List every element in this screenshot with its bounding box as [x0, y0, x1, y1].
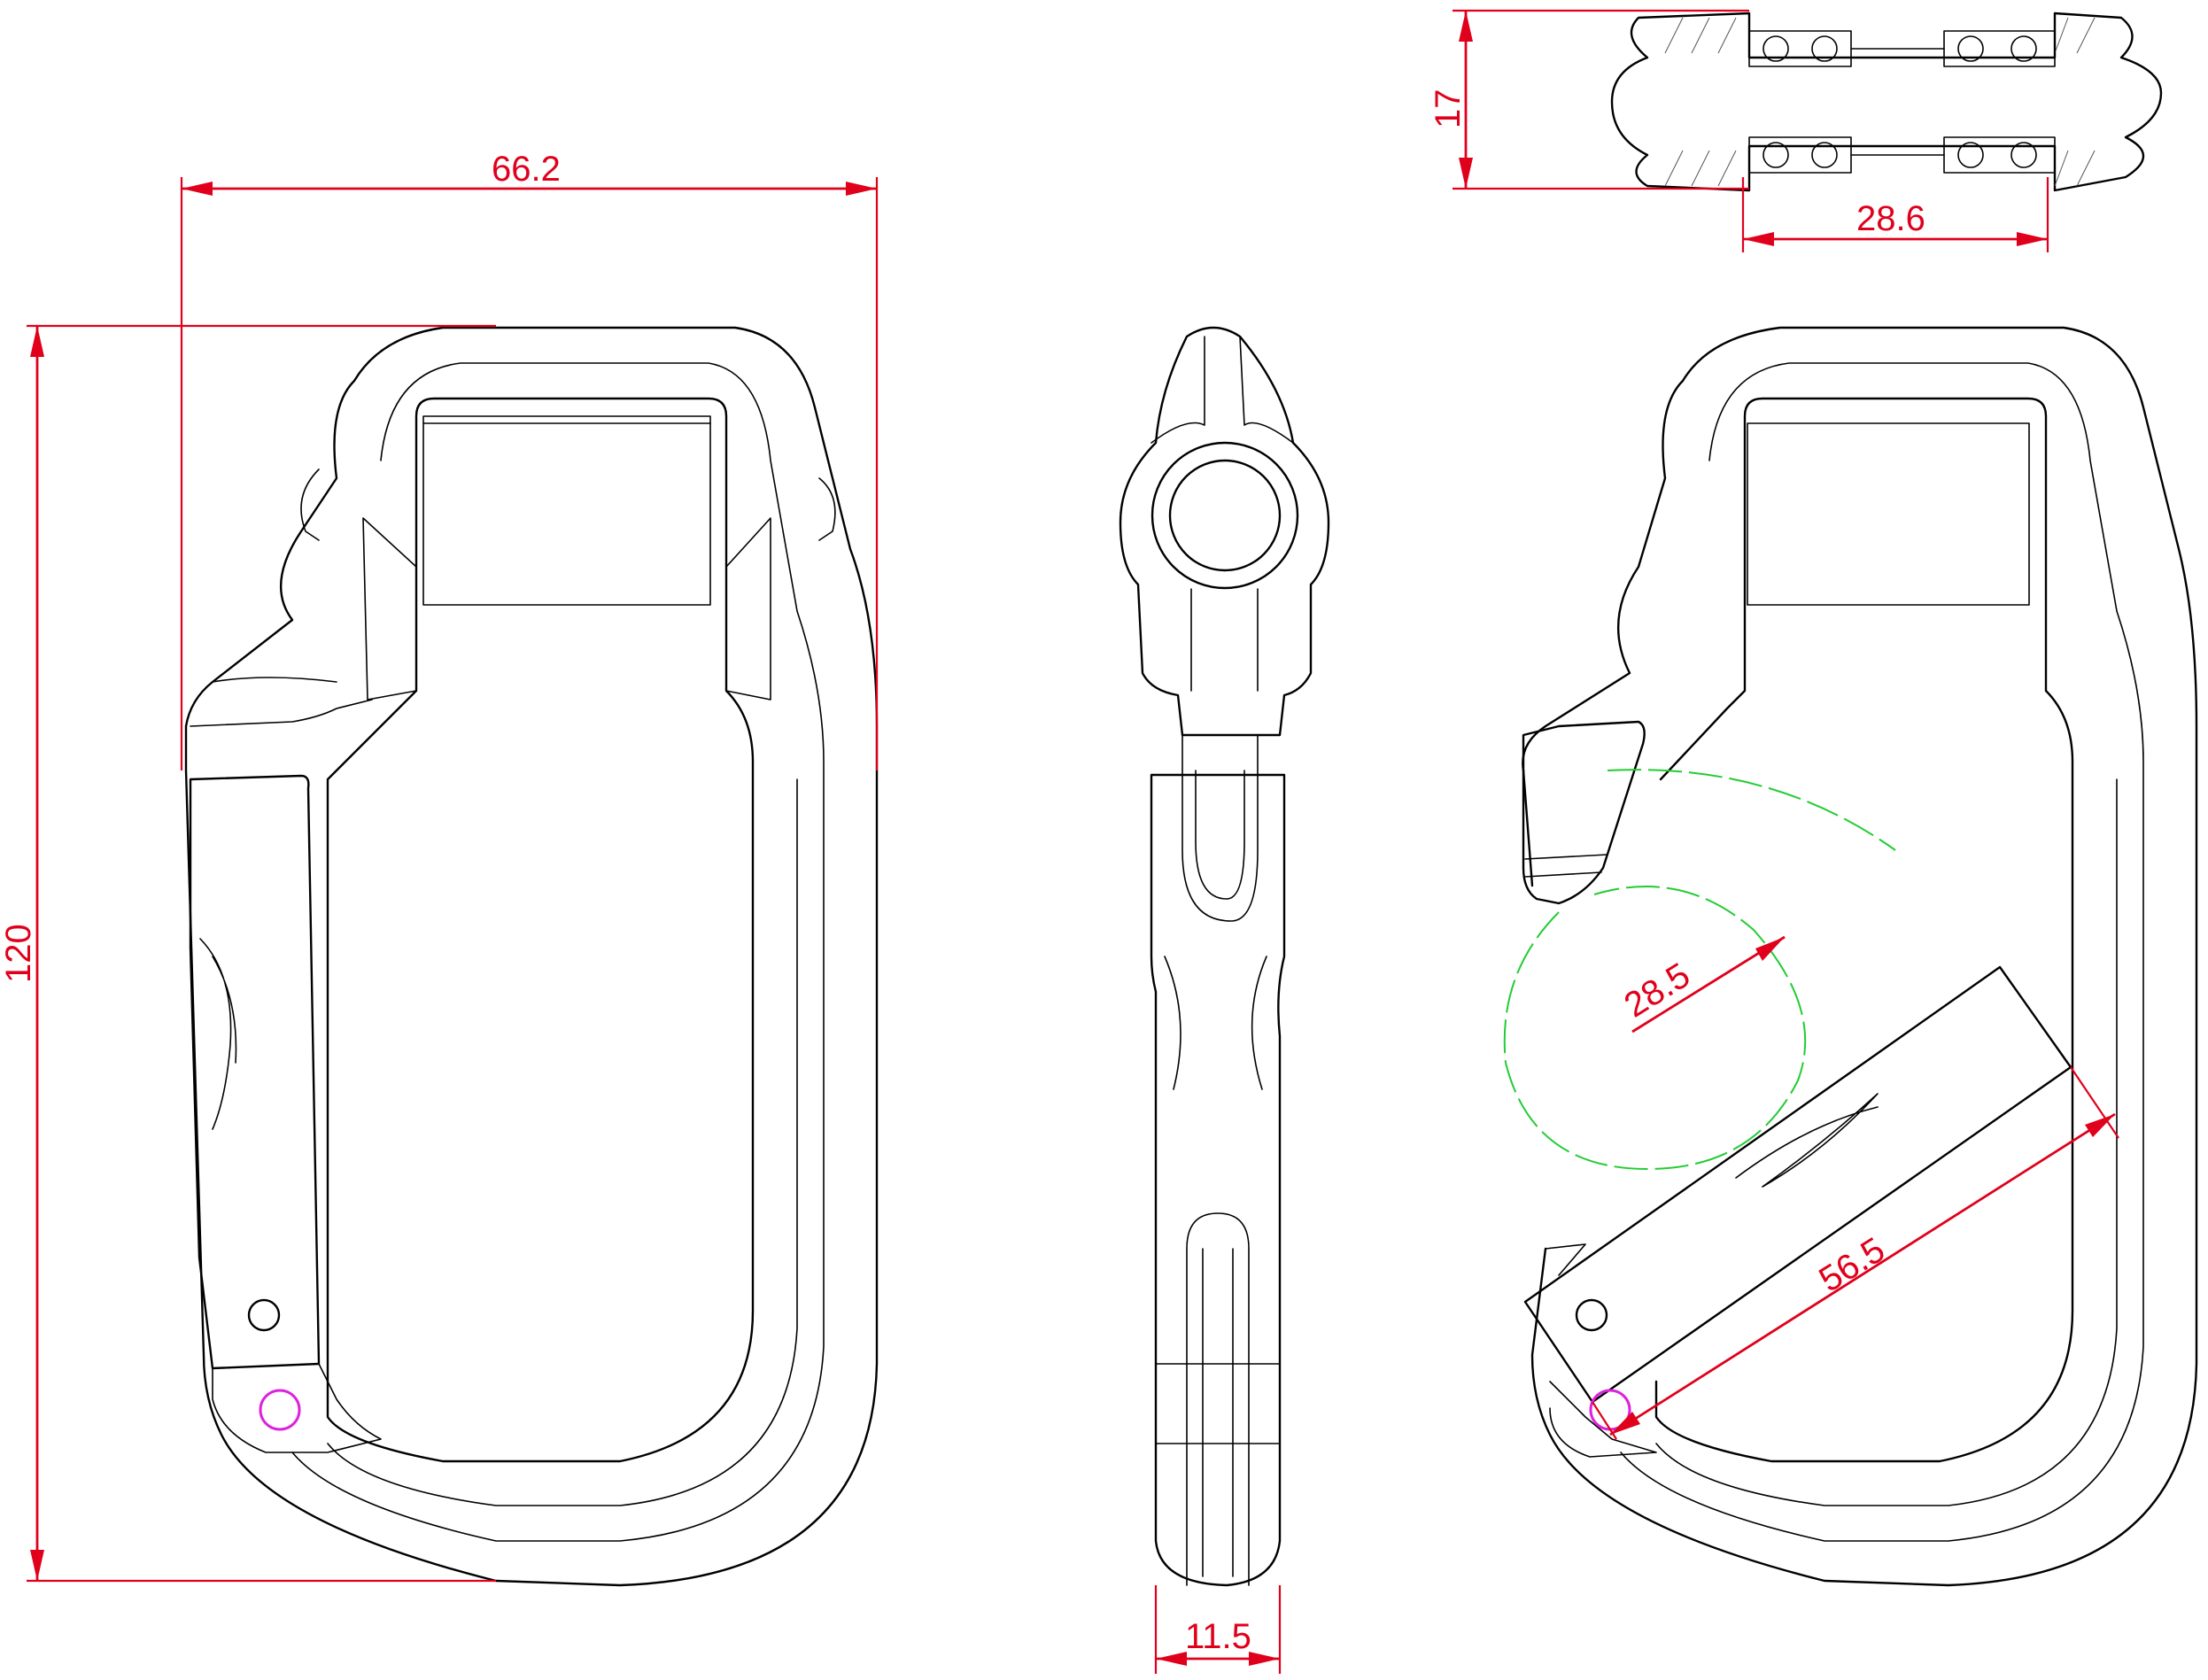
dim-label-gate-radius: 28.5 — [1617, 956, 1696, 1026]
dim-label-section-width: 28.6 — [1856, 199, 1925, 238]
dim-label-overall-height: 120 — [0, 924, 38, 983]
dimension-side-thickness: 11.5 — [1154, 1585, 1282, 1674]
front-view-closed — [184, 326, 879, 1587]
front-frame-contour-2 — [327, 778, 798, 1506]
front-gate-rivet — [247, 1298, 281, 1332]
side-slot — [1181, 734, 1259, 922]
dimension-gate-length: 56.5 — [1592, 1066, 2119, 1440]
dimension-overall-width: 66.2 — [180, 150, 879, 770]
side-slot-inner — [1195, 770, 1245, 900]
ball-4 — [2010, 35, 2037, 62]
front-right-chamfer — [725, 517, 771, 701]
side-body — [1150, 773, 1286, 1587]
open-nose-lines — [1524, 854, 1608, 878]
ball-8 — [2010, 142, 2037, 168]
open-gate-groove — [1735, 1093, 1879, 1188]
dimension-section-width: 28.6 — [1741, 177, 2049, 252]
section-bearing-bottom-left — [1748, 136, 1852, 174]
front-frame-outer — [184, 326, 879, 1587]
section-bearing-top-right — [1943, 30, 2056, 67]
side-grip-left — [1164, 956, 1181, 1090]
dim-label-overall-width: 66.2 — [492, 150, 561, 189]
side-bore-outer — [1150, 441, 1299, 590]
front-frame-contour-1 — [291, 362, 825, 1542]
open-frame-contour-2 — [1655, 778, 2118, 1506]
side-head-ribs — [1150, 336, 1294, 692]
dimension-overall-height: 120 — [0, 324, 496, 1583]
open-frame-inner — [1654, 397, 2074, 1463]
open-frame-contour-1 — [1620, 362, 2144, 1542]
front-top-block — [422, 422, 711, 606]
ball-2 — [1811, 35, 1838, 62]
front-left-boss — [300, 468, 320, 541]
open-hinge-block — [1545, 1243, 1657, 1458]
section-view — [1610, 12, 2163, 192]
front-gate — [189, 774, 321, 1370]
ball-6 — [1811, 142, 1838, 168]
front-frame-inner — [326, 397, 755, 1463]
ball-7 — [1957, 142, 1984, 168]
side-view — [1119, 326, 1330, 1587]
section-hatch — [1664, 17, 2096, 187]
section-bearing-bottom-right — [1943, 136, 2056, 174]
open-gate — [1523, 965, 2072, 1404]
front-right-boss — [818, 477, 836, 541]
front-hinge-block — [212, 1363, 382, 1453]
front-nose — [190, 677, 373, 727]
ball-1 — [1763, 35, 1789, 62]
side-lower-lines — [1155, 1248, 1281, 1577]
ball-3 — [1957, 35, 1984, 62]
open-top-block — [1747, 422, 2030, 606]
dimension-section-height: 17 — [1429, 9, 1749, 190]
ball-5 — [1763, 142, 1789, 168]
section-bearing-top-left — [1748, 30, 1852, 67]
side-head — [1119, 326, 1330, 737]
dimension-gate-radius: 28.5 — [1617, 935, 1786, 1034]
dim-label-section-height: 17 — [1429, 89, 1468, 129]
front-left-chamfer — [362, 517, 417, 701]
front-pivot-marker — [259, 1389, 301, 1431]
side-grip-right — [1251, 956, 1267, 1090]
section-outline — [1610, 12, 2163, 192]
side-lower-slot — [1186, 1212, 1250, 1586]
side-bore-inner — [1168, 459, 1282, 572]
open-gate-rivet — [1575, 1298, 1608, 1332]
swing-arc-outer — [1607, 769, 1896, 851]
front-top-block-lip — [422, 415, 711, 424]
swing-arc-inner — [1503, 886, 1807, 1171]
open-frame-outer — [1522, 326, 2198, 1587]
dim-label-side-thickness: 11.5 — [1185, 1617, 1251, 1656]
open-nose — [1522, 720, 1646, 905]
front-gate-groove — [199, 938, 237, 1130]
front-view-open — [1503, 326, 2198, 1587]
